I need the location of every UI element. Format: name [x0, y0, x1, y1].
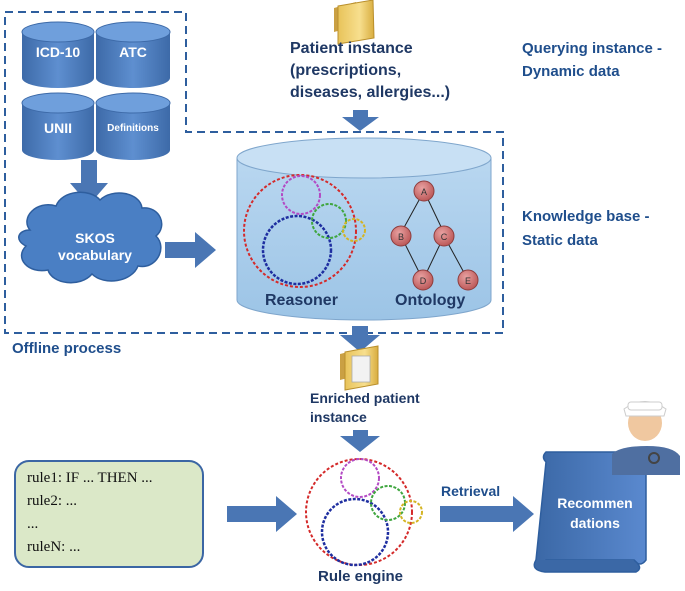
db-label-atc: ATC [119, 44, 147, 60]
arrow-patient-to-kb [342, 110, 379, 131]
skos-label-line2: vocabulary [58, 247, 132, 263]
knowledge-label-line1: Knowledge base - [522, 208, 650, 225]
querying-label-line2: Dynamic data [522, 63, 620, 80]
arrow-engine-to-recommendations [440, 496, 534, 532]
ontology-node-e: E [457, 269, 479, 291]
arrow-skos-to-kb [165, 232, 216, 268]
knowledge-label-line2: Static data [522, 232, 598, 249]
offline-region-border [4, 11, 504, 334]
arrow-rules-to-engine [227, 496, 297, 532]
reasoner-gears-icon [243, 174, 366, 288]
offline-process-label: Offline process [12, 340, 122, 357]
enriched-label-line2: instance [310, 409, 367, 425]
database-atc [95, 21, 171, 88]
skos-label-line1: SKOS [75, 230, 115, 246]
svg-text:C: C [441, 232, 448, 242]
reasoner-label: Reasoner [265, 292, 338, 309]
svg-text:D: D [420, 276, 427, 286]
ontology-node-b: B [390, 225, 412, 247]
patient-instance-line1: Patient instance [290, 40, 413, 57]
svg-text:B: B [398, 232, 404, 242]
skos-cloud [18, 191, 163, 284]
db-label-unii: UNII [44, 120, 72, 136]
rule-engine-gears-icon [305, 458, 423, 567]
rule-line-1: rule1: IF ... THEN ... [27, 470, 153, 486]
ontology-node-a: A [413, 180, 435, 202]
enriched-label-line1: Enriched patient [310, 390, 420, 406]
rule-engine-label: Rule engine [318, 568, 404, 585]
patient-instance-line3: diseases, allergies...) [290, 84, 451, 101]
rule-line-3: ... [27, 516, 39, 532]
rule-line-2: rule2: ... [27, 493, 77, 509]
db-label-definitions: Definitions [107, 123, 159, 134]
querying-label-line1: Querying instance - [522, 40, 663, 57]
ontology-node-c: C [433, 225, 455, 247]
ontology-node-d: D [412, 269, 434, 291]
retrieval-label: Retrieval [441, 483, 501, 499]
rules-box [14, 460, 204, 568]
recommendations-label-line1: Recommen [557, 495, 633, 511]
arrow-enriched-to-engine [340, 430, 380, 452]
recommendations-label-line2: dations [570, 515, 620, 531]
arrow-kb-to-enriched [340, 326, 380, 352]
svg-text:E: E [465, 276, 471, 286]
database-unii [21, 92, 95, 160]
patient-folder-icon [334, 0, 375, 45]
database-icd10 [21, 21, 95, 88]
db-label-icd10: ICD-10 [35, 44, 81, 60]
doctor-icon [612, 401, 680, 475]
database-definitions [95, 92, 171, 160]
enriched-folder-icon [340, 345, 379, 391]
svg-text:A: A [421, 187, 427, 197]
ontology-label: Ontology [395, 292, 466, 309]
recommendations-scroll [533, 451, 650, 573]
patient-instance-line2: (prescriptions, [290, 62, 402, 79]
rule-line-4: ruleN: ... [27, 539, 81, 555]
